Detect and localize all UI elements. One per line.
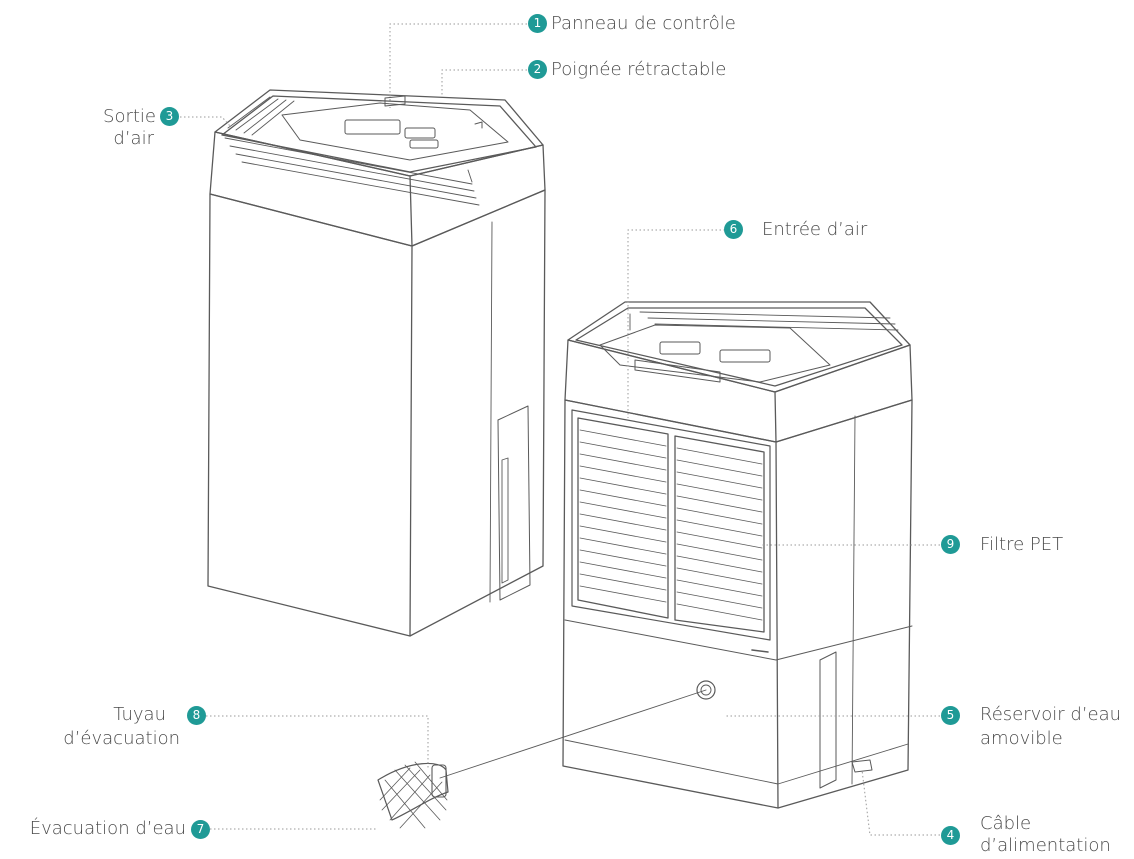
front-unit-top	[567, 301, 911, 393]
callout-8-badge: 8	[187, 706, 206, 725]
callout-4-label-line1: Câble	[980, 813, 1032, 834]
callout-1-badge: 1	[528, 14, 547, 33]
callout-9-badge: 9	[941, 535, 960, 554]
callout-5-label-line2: amovible	[980, 728, 1063, 749]
callout-5-label-line1: Réservoir d’eau	[980, 704, 1122, 725]
callout-3-label-line1: Sortie	[103, 106, 156, 127]
callout-8-label-line2: d’évacuation	[63, 728, 180, 749]
leader-2	[441, 69, 527, 96]
callout-5-badge: 5	[941, 706, 960, 725]
drain-outlet	[696, 680, 716, 700]
callout-3-label-line2: d’air	[113, 128, 154, 149]
back-unit	[207, 89, 546, 637]
callout-4-badge: 4	[941, 826, 960, 845]
leader-8	[206, 715, 429, 770]
leader-6	[627, 229, 725, 418]
front-unit	[562, 301, 913, 809]
callout-6-badge: 6	[724, 220, 743, 239]
callout-1-label: Panneau de contrôle	[551, 13, 736, 34]
callout-4-label-line2: d’alimentation	[980, 835, 1111, 856]
callout-7-badge: 7	[191, 820, 210, 839]
leader-1	[389, 23, 527, 108]
back-unit-top-band	[209, 131, 413, 247]
back-unit-body-right	[409, 189, 546, 637]
callout-7-label: Évacuation d’eau	[29, 818, 186, 839]
front-unit-body-right	[775, 399, 913, 809]
drain-hose-detail	[377, 689, 707, 829]
air-intake-grille	[571, 409, 771, 641]
callout-2-label: Poignée rétractable	[551, 59, 727, 80]
callout-3-badge: 3	[160, 107, 179, 126]
callout-2-badge: 2	[528, 60, 547, 79]
back-unit-body-front	[207, 193, 413, 637]
callout-8-label-line1: Tuyau	[113, 704, 166, 725]
leader-3	[176, 116, 231, 127]
callout-6-label: Entrée d’air	[762, 219, 868, 240]
callout-9-label: Filtre PET	[980, 534, 1064, 555]
